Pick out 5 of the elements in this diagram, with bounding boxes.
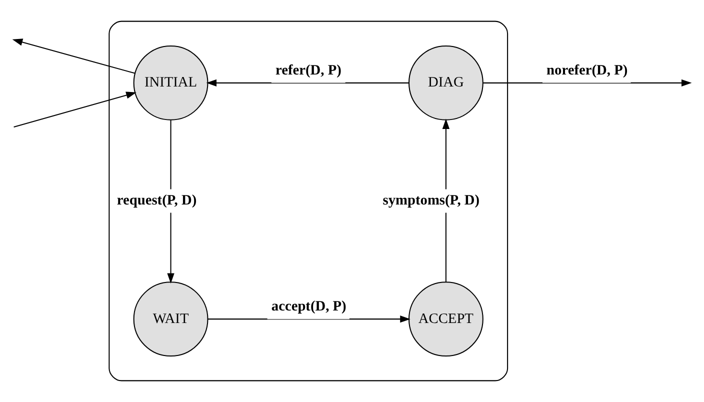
edge-label: norefer(D, P) xyxy=(546,62,628,78)
edge-label: request(P, D) xyxy=(116,192,197,208)
edge-label: refer(D, P) xyxy=(276,62,342,78)
edge-label: symptoms(P, D) xyxy=(382,192,480,208)
edge-label: accept(D, P) xyxy=(271,298,346,315)
